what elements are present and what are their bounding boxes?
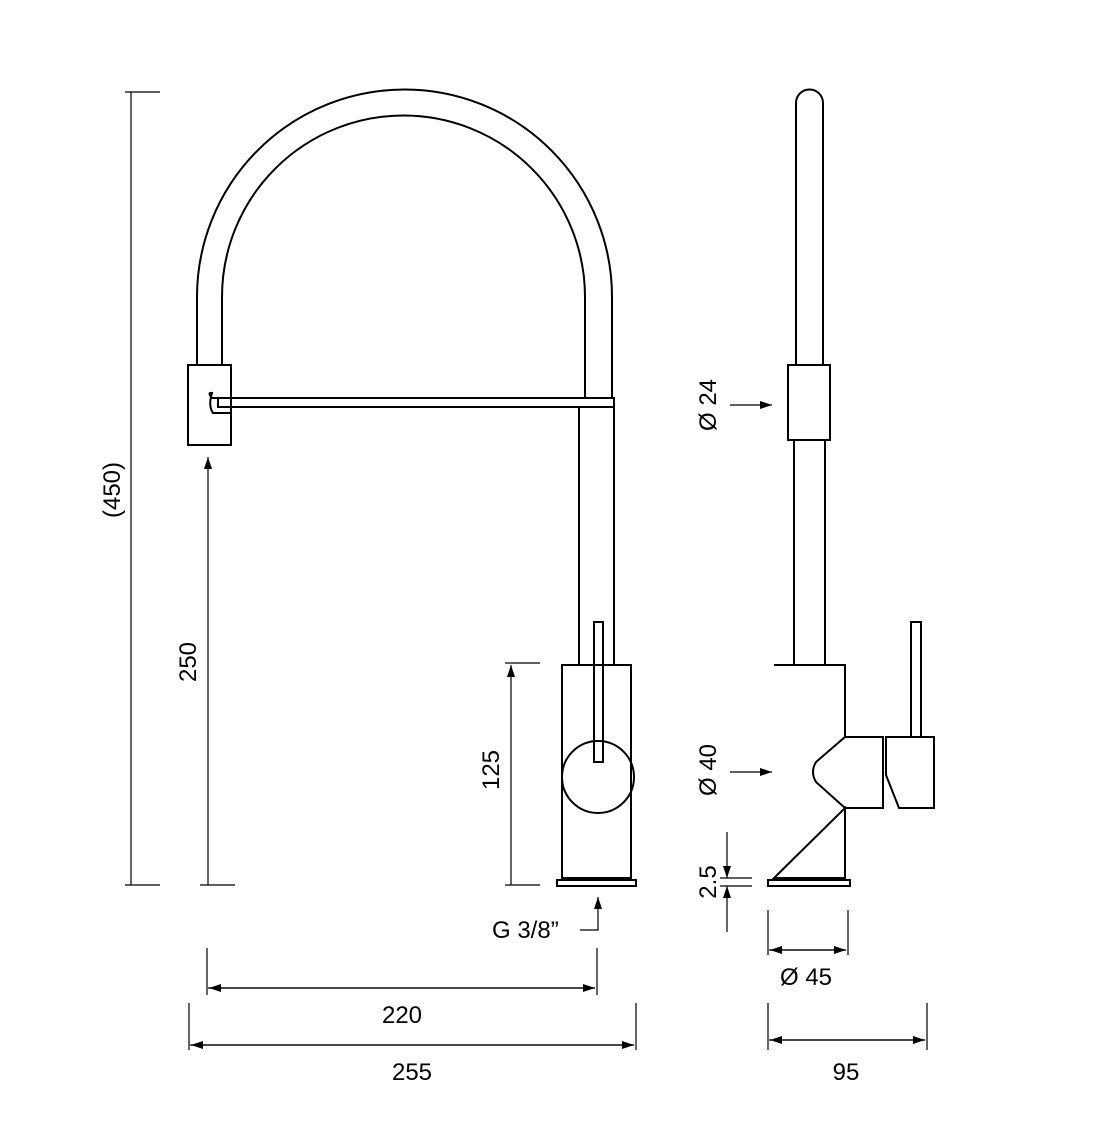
side-spray-head — [787, 364, 831, 441]
spout-column — [578, 407, 615, 665]
side-handle-connector — [812, 736, 884, 809]
side-hose — [795, 88, 824, 365]
spray-head — [187, 364, 232, 446]
side-base-plate — [767, 879, 851, 887]
dim-depth: 95 — [833, 1059, 860, 1086]
spray-hook — [208, 391, 231, 414]
dim-spout-reach: 220 — [382, 1002, 422, 1029]
dimensions: (450) 250 125 G 3/8” 220 255 Ø 24 Ø 40 2… — [99, 91, 928, 1086]
dim-body-height: 125 — [478, 750, 505, 790]
dim-total-height: (450) — [99, 462, 126, 518]
spout-bar — [217, 397, 615, 408]
side-lever-stick — [910, 621, 922, 738]
dim-spout-height: 250 — [175, 642, 202, 682]
hose-inner — [221, 114, 586, 398]
dim-plate-thickness: 2.5 — [695, 865, 722, 898]
dim-body-diameter: Ø 40 — [695, 744, 722, 796]
dim-base-diameter: Ø 45 — [780, 964, 832, 991]
base-plate — [556, 879, 637, 887]
lever-stick — [593, 621, 604, 763]
side-column — [793, 440, 826, 665]
dim-total-length: 255 — [392, 1059, 432, 1086]
connection-leader — [580, 897, 602, 931]
hose-outer — [196, 88, 613, 398]
side-body — [771, 664, 846, 879]
mixer-body — [561, 664, 632, 879]
side-view — [767, 88, 935, 887]
lever-knob — [561, 740, 635, 814]
dim-connection: G 3/8” — [492, 917, 559, 944]
side-lever-block — [885, 736, 935, 809]
front-view — [187, 88, 637, 887]
dim-hose-diameter: Ø 24 — [695, 379, 722, 431]
